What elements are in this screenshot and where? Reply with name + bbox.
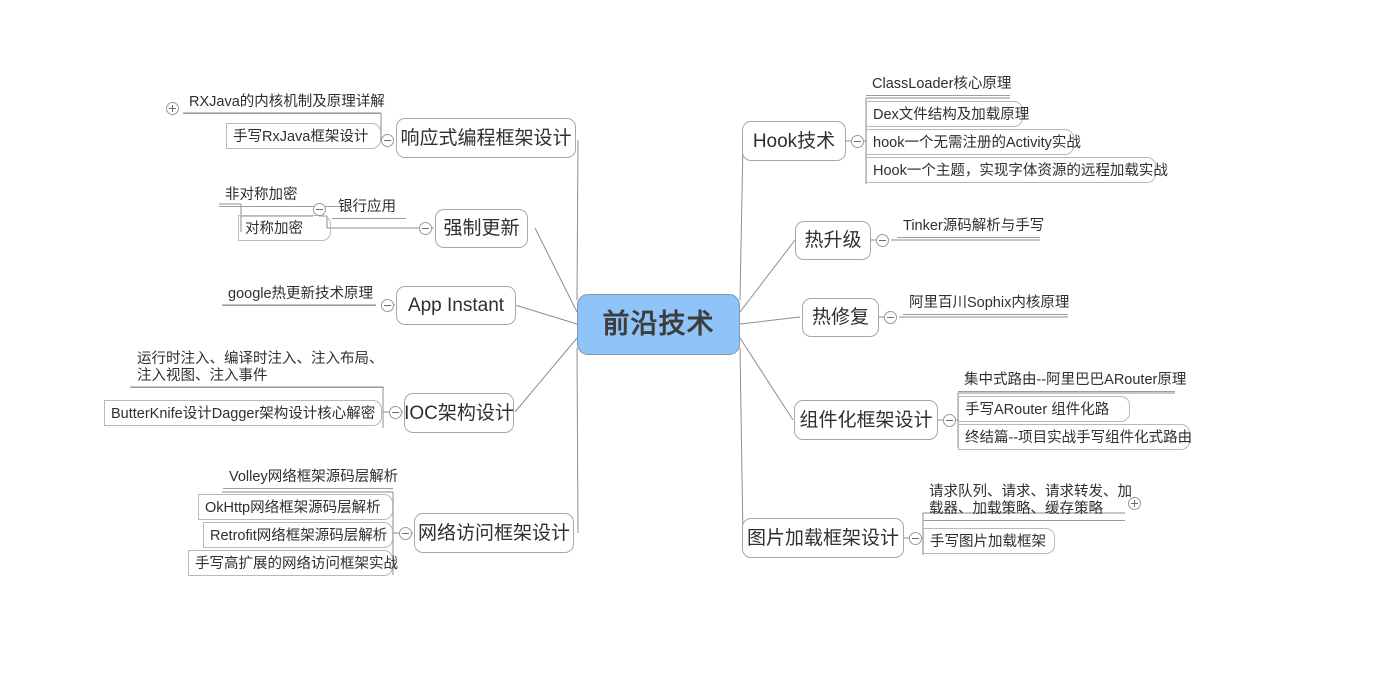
- leaf-label-symmetric-encryption: 对称加密: [245, 221, 303, 237]
- leaf-label-google-hotfix-principle: google热更新技术原理: [228, 286, 374, 302]
- leaf-handwrite-network[interactable]: 手写高扩展的网络访问框架实战: [188, 550, 398, 576]
- leaf-hook-activity[interactable]: hook一个无需注册的Activity实战: [866, 129, 1081, 155]
- branch-label-componentization: 组件化框架设计: [799, 409, 933, 431]
- branch-node-network[interactable]: 网络访问框架设计: [414, 513, 574, 553]
- branch-node-hot-fix[interactable]: 热修复: [802, 298, 879, 337]
- toggle-componentization[interactable]: [943, 414, 956, 427]
- leaf-butterknife-dagger[interactable]: ButterKnife设计Dagger架构设计核心解密: [104, 400, 382, 426]
- branch-label-network: 网络访问框架设计: [417, 522, 570, 544]
- leaf-sophix[interactable]: 阿里百川Sophix内核原理: [903, 294, 1070, 315]
- branch-node-app-instant[interactable]: App Instant: [396, 286, 516, 325]
- branch-node-image-loader[interactable]: 图片加载框架设计: [742, 518, 904, 558]
- branch-label-hot-fix: 热修复: [811, 307, 869, 328]
- leaf-hook-theme[interactable]: Hook一个主题，实现字体资源的远程加载实战: [866, 157, 1168, 183]
- leaf-label-asymmetric-encryption: 非对称加密: [225, 187, 298, 203]
- toggle-request-pipeline[interactable]: [1128, 497, 1141, 510]
- leaf-request-pipeline[interactable]: 请求队列、请求、请求转发、加 载器、加载策略、缓存策略: [923, 484, 1132, 521]
- branch-node-ioc[interactable]: IOC架构设计: [404, 393, 514, 433]
- toggle-bank-app[interactable]: [313, 203, 326, 216]
- toggle-hook[interactable]: [851, 135, 864, 148]
- branch-label-app-instant: App Instant: [407, 295, 505, 316]
- branch-node-force-update[interactable]: 强制更新: [435, 209, 528, 248]
- leaf-injection-types[interactable]: 运行时注入、编译时注入、注入布局、 注入视图、注入事件: [131, 351, 384, 388]
- branch-label-force-update: 强制更新: [443, 218, 520, 239]
- leaf-label-handwrite-network: 手写高扩展的网络访问框架实战: [195, 556, 398, 572]
- leaf-final-routing[interactable]: 终结篇--项目实战手写组件化式路由: [958, 424, 1193, 450]
- leaf-label-classloader: ClassLoader核心原理: [872, 76, 1012, 92]
- leaf-label-handwrite-arouter: 手写ARouter 组件化路: [965, 402, 1110, 418]
- leaf-rxjava-kernel[interactable]: RXJava的内核机制及原理详解: [183, 94, 385, 114]
- leaf-bank-app[interactable]: 银行应用: [332, 199, 406, 219]
- toggle-hot-upgrade[interactable]: [876, 234, 889, 247]
- toggle-reactive[interactable]: [381, 134, 394, 147]
- leaf-asymmetric-encryption[interactable]: 非对称加密: [219, 187, 340, 207]
- leaf-label-bank-app: 银行应用: [338, 199, 396, 215]
- leaf-rxjava-handwrite[interactable]: 手写RxJava框架设计: [226, 123, 381, 149]
- leaf-classloader[interactable]: ClassLoader核心原理: [866, 75, 1012, 96]
- leaf-label-hook-theme: Hook一个主题，实现字体资源的远程加载实战: [873, 163, 1168, 179]
- leaf-arouter-principle[interactable]: 集中式路由--阿里巴巴ARouter原理: [958, 371, 1187, 392]
- branch-label-hook: Hook技术: [752, 130, 836, 152]
- toggle-rxjava-kernel[interactable]: [166, 102, 179, 115]
- leaf-label-sophix: 阿里百川Sophix内核原理: [909, 295, 1070, 311]
- toggle-app-instant[interactable]: [381, 299, 394, 312]
- leaf-retrofit[interactable]: Retrofit网络框架源码层解析: [203, 522, 393, 548]
- leaf-volley[interactable]: Volley网络框架源码层解析: [223, 469, 399, 489]
- leaf-label-hook-activity: hook一个无需注册的Activity实战: [873, 135, 1081, 151]
- branch-node-reactive[interactable]: 响应式编程框架设计: [396, 118, 576, 158]
- branch-node-hook[interactable]: Hook技术: [742, 121, 846, 161]
- branch-label-hot-upgrade: 热升级: [804, 230, 862, 251]
- leaf-label-volley: Volley网络框架源码层解析: [229, 469, 399, 485]
- leaf-label-rxjava-kernel: RXJava的内核机制及原理详解: [189, 94, 385, 110]
- branch-label-ioc: IOC架构设计: [404, 402, 514, 424]
- toggle-image-loader[interactable]: [909, 532, 922, 545]
- leaf-label-retrofit: Retrofit网络框架源码层解析: [210, 528, 388, 544]
- leaf-label-dex-structure: Dex文件结构及加载原理: [873, 107, 1030, 123]
- leaf-label-butterknife-dagger: ButterKnife设计Dagger架构设计核心解密: [111, 406, 376, 422]
- toggle-ioc[interactable]: [389, 406, 402, 419]
- leaf-dex-structure[interactable]: Dex文件结构及加载原理: [866, 101, 1030, 127]
- leaf-symmetric-encryption[interactable]: 对称加密: [238, 215, 331, 241]
- toggle-network[interactable]: [399, 527, 412, 540]
- leaf-label-arouter-principle: 集中式路由--阿里巴巴ARouter原理: [964, 372, 1187, 388]
- leaf-label-handwrite-image-loader: 手写图片加载框架: [930, 534, 1046, 550]
- leaf-google-hotfix-principle[interactable]: google热更新技术原理: [222, 286, 376, 306]
- branch-label-image-loader: 图片加载框架设计: [746, 527, 899, 549]
- leaf-label-okhttp: OkHttp网络框架源码层解析: [205, 500, 381, 516]
- leaf-label-tinker: Tinker源码解析与手写: [903, 218, 1045, 234]
- root-node-label: 前沿技术: [602, 309, 715, 339]
- leaf-tinker[interactable]: Tinker源码解析与手写: [897, 217, 1045, 238]
- leaf-handwrite-arouter[interactable]: 手写ARouter 组件化路: [958, 396, 1130, 422]
- leaf-handwrite-image-loader[interactable]: 手写图片加载框架: [923, 528, 1055, 554]
- leaf-label-request-pipeline: 请求队列、请求、请求转发、加 载器、加载策略、缓存策略: [929, 484, 1132, 517]
- toggle-hot-fix[interactable]: [884, 311, 897, 324]
- toggle-force-update[interactable]: [419, 222, 432, 235]
- leaf-okhttp[interactable]: OkHttp网络框架源码层解析: [198, 494, 393, 520]
- root-node[interactable]: 前沿技术: [577, 294, 740, 355]
- branch-node-hot-upgrade[interactable]: 热升级: [795, 221, 871, 260]
- leaf-label-final-routing: 终结篇--项目实战手写组件化式路由: [965, 430, 1193, 446]
- leaf-label-injection-types: 运行时注入、编译时注入、注入布局、 注入视图、注入事件: [137, 351, 384, 384]
- branch-node-componentization[interactable]: 组件化框架设计: [794, 400, 938, 440]
- branch-label-reactive: 响应式编程框架设计: [400, 127, 572, 149]
- leaf-label-rxjava-handwrite: 手写RxJava框架设计: [233, 129, 369, 145]
